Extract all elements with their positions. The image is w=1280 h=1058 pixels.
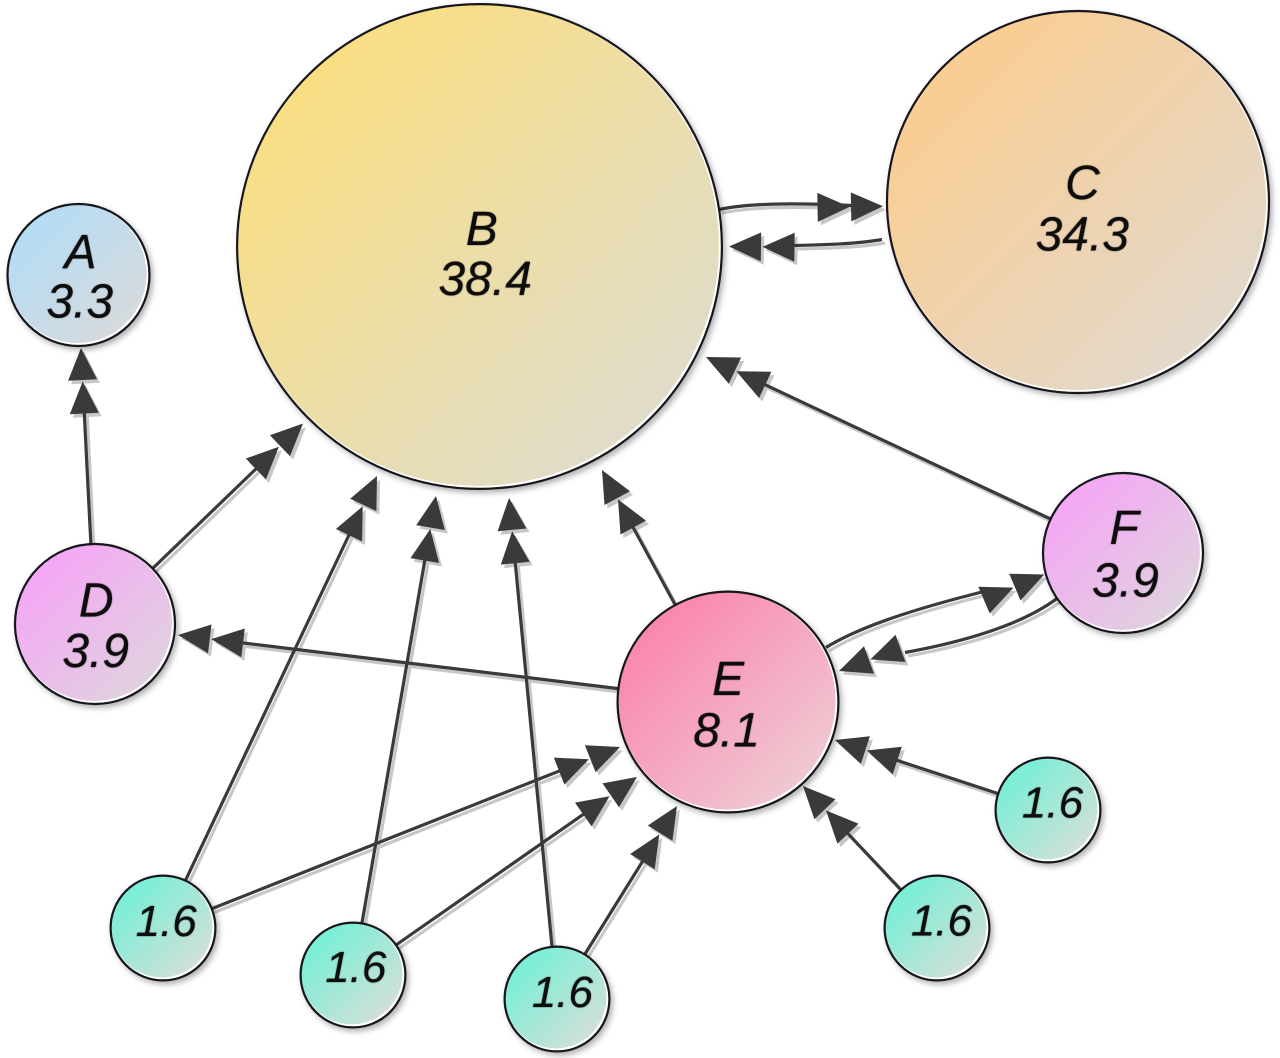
svg-text:1.6: 1.6: [532, 968, 594, 1017]
svg-text:1.6: 1.6: [136, 897, 198, 946]
svg-text:A: A: [61, 226, 96, 279]
svg-text:D: D: [79, 574, 114, 627]
svg-text:3.9: 3.9: [62, 625, 129, 678]
svg-text:3.3: 3.3: [46, 276, 113, 329]
svg-text:3.9: 3.9: [1092, 555, 1159, 608]
svg-text:1.6: 1.6: [325, 943, 387, 992]
svg-text:E: E: [712, 653, 745, 706]
svg-text:1.6: 1.6: [1022, 779, 1084, 828]
svg-text:B: B: [466, 203, 498, 256]
svg-text:38.4: 38.4: [438, 253, 531, 306]
svg-text:C: C: [1065, 157, 1100, 210]
svg-text:F: F: [1110, 502, 1142, 555]
svg-text:1.6: 1.6: [911, 897, 973, 946]
svg-text:8.1: 8.1: [693, 705, 760, 758]
svg-text:34.3: 34.3: [1036, 209, 1130, 262]
